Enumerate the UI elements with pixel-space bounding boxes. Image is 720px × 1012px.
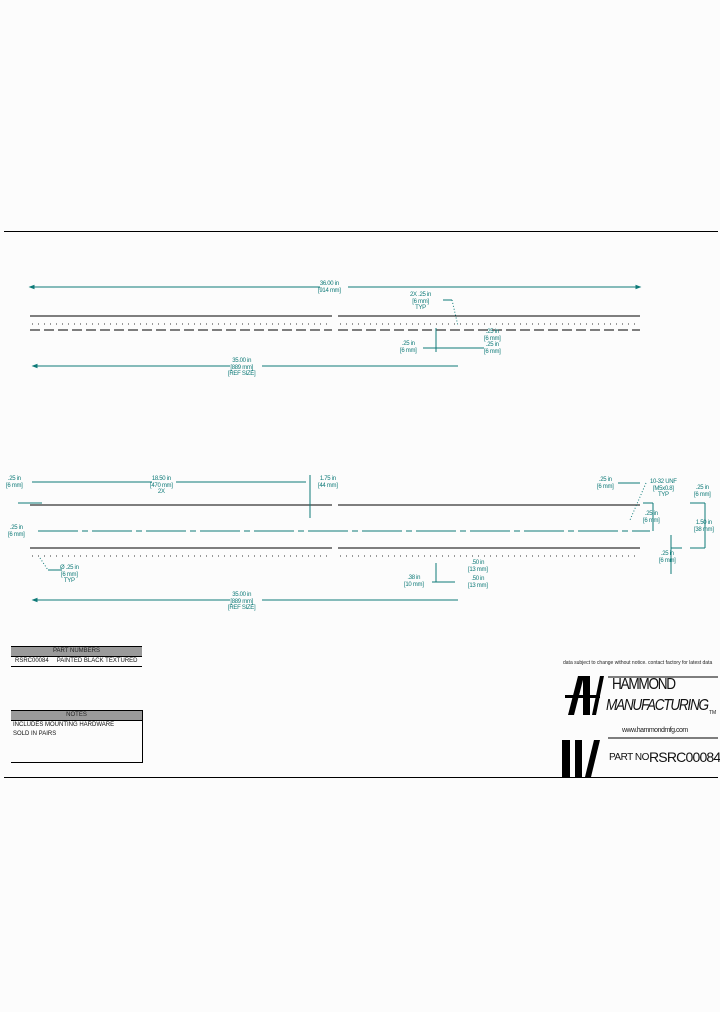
note-line: SOLD IN PAIRS <box>13 731 57 737</box>
top-border-line <box>4 231 718 232</box>
dim-top-hole-callout: 2X .25 in[6 mm]TYP <box>410 292 431 311</box>
part-numbers-table: PART NUMBERS RSRC00084 PAINTED BLACK TEX… <box>11 646 142 667</box>
dim-front-right-bottom: .25 in[6 mm] <box>659 551 676 564</box>
dim-overall-length: 36.00 in[914 mm] <box>318 281 341 294</box>
table-row: RSRC00084 PAINTED BLACK TEXTURED <box>11 657 142 666</box>
dim-top-hole-span: 35.00 in[889 mm][REF SIZE] <box>228 358 256 377</box>
dim-front-height: .25 in[6 mm] <box>8 525 25 538</box>
website-link[interactable]: www.hammondmfg.com <box>622 727 688 734</box>
top-view-rail <box>30 315 640 331</box>
description-cell: PAINTED BLACK TEXTURED <box>56 658 138 664</box>
trademark-mark: TM <box>709 710 717 716</box>
part-number-label: PART NO <box>609 752 649 763</box>
dim-front-right-top: .25 in[6 mm] <box>597 477 614 490</box>
dim-front-hole-callout: Ø .25 in[6 mm]TYP <box>60 565 79 584</box>
top-view-dimensions <box>28 284 642 369</box>
company-name-line2: MANUFACTURING <box>606 697 709 714</box>
part-number-value: RSRC00084 <box>649 749 720 765</box>
front-view-dimensions <box>18 475 706 603</box>
front-view-rail <box>30 504 640 557</box>
dim-front-right-offset: 1.75 in[44 mm] <box>318 476 338 489</box>
part-number-cell: RSRC00084 <box>15 658 49 664</box>
dim-front-lower-a: .38 in[10 mm] <box>404 575 424 588</box>
company-name-line1: HAMMOND <box>612 676 676 693</box>
notes-header: NOTES <box>11 711 142 721</box>
hammond-logo-mark <box>562 676 604 777</box>
disclaimer-text: data subject to change without notice. c… <box>563 660 713 666</box>
dim-front-thread-callout: 10-32 UNF[M5x0.8]TYP <box>650 479 677 498</box>
dim-front-lower-b: .50 in[13 mm] <box>468 560 488 573</box>
bottom-border-line <box>4 777 718 778</box>
dim-top-slot-height: .25 in[6 mm] <box>484 329 501 342</box>
part-numbers-header: PART NUMBERS <box>11 647 142 657</box>
dim-front-hole-span: 35.00 in[889 mm][REF SIZE] <box>228 592 256 611</box>
dim-front-right-far: .25 in[6 mm] <box>694 485 711 498</box>
dim-front-right-mid: .25 in[6 mm] <box>643 511 660 524</box>
dim-front-end-offset: .25 in[6 mm] <box>6 476 23 489</box>
notes-table: NOTES INCLUDES MOUNTING HARDWARE SOLD IN… <box>11 710 143 763</box>
dim-top-left-offset: .25 in[6 mm] <box>400 341 417 354</box>
note-line: INCLUDES MOUNTING HARDWARE <box>13 722 115 728</box>
dim-top-hole-spacing: .25 in[6 mm] <box>484 342 501 355</box>
dim-front-hole-pitch: 18.50 in[470 mm]2X <box>150 476 173 495</box>
dim-front-right-height: 1.50 in[38 mm] <box>694 520 714 533</box>
dim-front-lower-c: .50 in[13 mm] <box>468 576 488 589</box>
